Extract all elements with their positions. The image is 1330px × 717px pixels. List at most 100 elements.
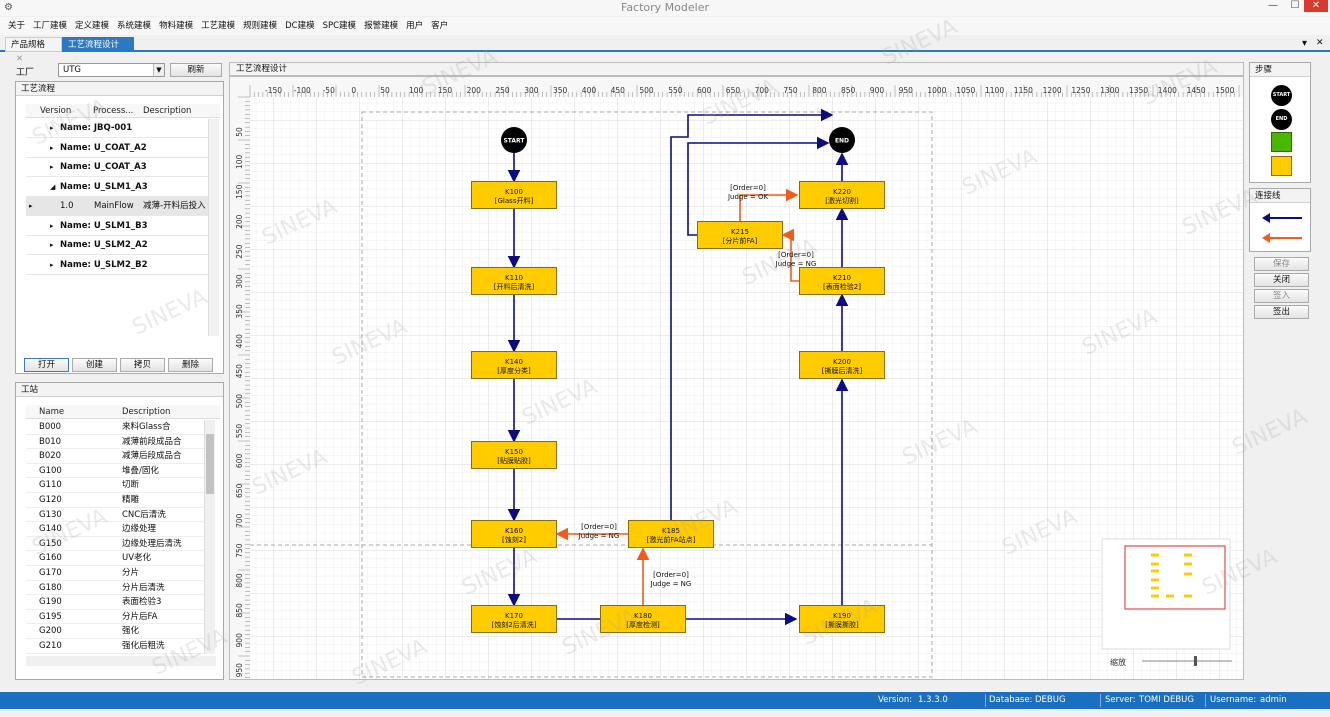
menu-item-dc[interactable]: DC建模 — [285, 21, 315, 31]
expand-arrow-icon[interactable]: ▸ — [50, 241, 54, 249]
route-tree-node[interactable]: ▸Name: U_COAT_A3 — [26, 158, 208, 177]
close-button[interactable]: 关闭 — [1254, 273, 1309, 287]
column-header-name[interactable]: Name — [39, 407, 65, 417]
step-node-k150[interactable] — [471, 441, 557, 469]
copy-button[interactable]: 拷贝 — [120, 358, 165, 372]
route-tree-node[interactable]: ▸Name: U_SLM2_B2 — [26, 256, 208, 275]
tool-normal-link-arrow[interactable] — [1262, 213, 1302, 223]
menu-item-alarm[interactable]: 报警建模 — [364, 21, 399, 31]
tool-fail-link-arrow[interactable] — [1262, 233, 1302, 243]
close-icon[interactable]: ✕ — [73, 54, 81, 64]
link-tools[interactable] — [1250, 204, 1310, 252]
tool-start-node[interactable]: START — [1271, 85, 1292, 106]
menu-item-factory[interactable]: 工厂建模 — [33, 21, 68, 31]
menu-item-material[interactable]: 物料建模 — [159, 21, 194, 31]
tab-product-spec[interactable]: 产品规格✕ — [5, 37, 62, 64]
tool-yellow-step[interactable] — [1271, 156, 1292, 176]
expand-arrow-icon[interactable]: ▸ — [29, 202, 33, 210]
close-icon[interactable]: ✕ — [1316, 38, 1324, 48]
end-node[interactable] — [829, 127, 855, 153]
fail-link-k210-k215[interactable] — [781, 228, 799, 282]
expand-arrow-icon[interactable]: ▸ — [50, 143, 54, 152]
column-header-description[interactable]: Description — [122, 407, 171, 417]
route-tree-node[interactable]: ▸Name: U_SLM2_A2 — [26, 236, 208, 255]
step-node-k185[interactable] — [628, 520, 714, 548]
link-k215-end[interactable] — [687, 136, 830, 236]
route-tree-node[interactable]: ▸Name: U_COAT_A2 — [26, 139, 208, 158]
step-node-k190[interactable] — [799, 605, 885, 633]
minimize-button[interactable]: — — [1268, 0, 1278, 11]
factory-select[interactable]: UTG ▼ — [58, 63, 165, 77]
menu-item-user[interactable]: 用户 — [406, 21, 424, 31]
fail-link-k215-k220[interactable] — [739, 188, 799, 221]
menu-item-about[interactable]: 关于 — [8, 21, 26, 31]
link-k185-end[interactable] — [670, 108, 834, 520]
step-node-k210[interactable] — [799, 267, 885, 295]
route-tree-node[interactable]: ◢Name: U_SLM1_A3 — [26, 178, 208, 197]
route-tree-node[interactable]: ▸Name: U_SLM1_B3 — [26, 217, 208, 236]
refresh-button[interactable]: 刷新 — [170, 63, 222, 77]
menu-item-definition[interactable]: 定义建模 — [75, 21, 110, 31]
expand-arrow-icon[interactable]: ▸ — [50, 163, 54, 171]
step-node-k110[interactable] — [471, 267, 557, 295]
expand-arrow-icon[interactable]: ▸ — [50, 124, 54, 132]
step-node-k220[interactable] — [799, 181, 885, 209]
step-node-k180[interactable] — [600, 605, 686, 633]
menu-item-process[interactable]: 工艺建模 — [201, 21, 236, 31]
route-scrollbar[interactable] — [208, 119, 219, 336]
step-node-k140[interactable] — [471, 351, 557, 379]
checkout-button[interactable]: 签出 — [1254, 305, 1309, 319]
step-node-k170[interactable] — [471, 605, 557, 633]
close-icon[interactable]: ✕ — [16, 54, 24, 64]
menu-item-customer[interactable]: 客户 — [431, 21, 449, 31]
menu-item-spc[interactable]: SPC建模 — [322, 21, 357, 31]
station-hscrollbar[interactable] — [26, 656, 216, 666]
scrollbar-thumb[interactable] — [206, 434, 214, 494]
overview-viewport[interactable] — [1124, 545, 1226, 610]
menu-item-rule[interactable]: 规则建模 — [243, 21, 278, 31]
route-tree-node[interactable]: ▸Name: JBQ-001 — [26, 119, 208, 138]
expanded-arrow-icon[interactable]: ◢ — [50, 182, 56, 191]
expand-arrow-icon[interactable]: ▸ — [50, 221, 54, 230]
open-button[interactable]: 打开 — [24, 358, 69, 372]
close-window-button[interactable]: ✕ — [1304, 0, 1328, 12]
step-node-k215[interactable] — [697, 221, 783, 249]
column-header-description[interactable]: Description — [143, 106, 192, 116]
step-node-k200[interactable] — [799, 351, 885, 379]
start-node[interactable] — [501, 127, 527, 153]
expand-arrow-icon[interactable]: ▸ — [50, 260, 54, 269]
tool-end-node[interactable]: END — [1271, 109, 1292, 130]
create-button[interactable]: 创建 — [72, 358, 117, 372]
checkin-button[interactable]: 签入 — [1254, 289, 1309, 303]
save-button[interactable]: 保存 — [1254, 257, 1309, 271]
tab-process-design[interactable]: 工艺流程设计✕ — [62, 37, 134, 64]
station-scrollbar[interactable] — [204, 420, 215, 654]
menu-item-system[interactable]: 系统建模 — [117, 21, 152, 31]
step-node-k160[interactable] — [471, 520, 557, 548]
maximize-button[interactable]: ☐ — [1290, 0, 1300, 11]
tab-list-icon[interactable]: ▾ — [1302, 38, 1308, 49]
zoom-slider-thumb[interactable] — [1194, 656, 1197, 666]
step-node-k100[interactable] — [471, 181, 557, 209]
tool-green-step[interactable] — [1271, 132, 1292, 152]
delete-button[interactable]: 删除 — [168, 358, 213, 372]
